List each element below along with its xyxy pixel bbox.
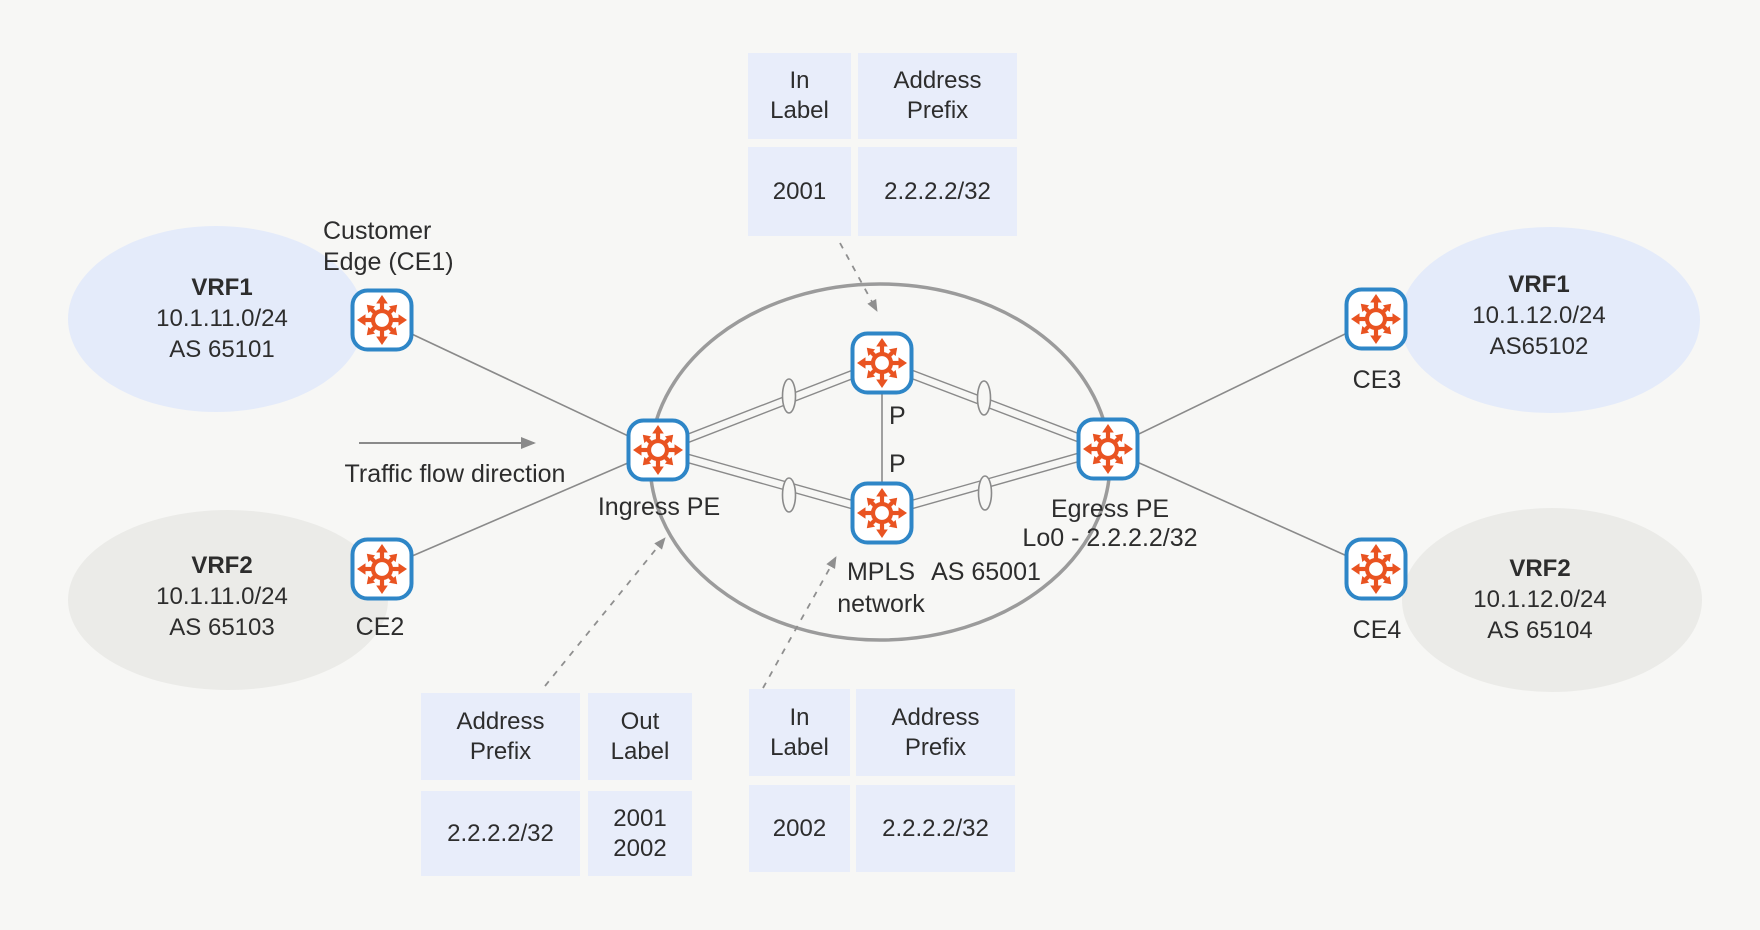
vrf-asn: AS 65103 (169, 614, 275, 641)
router-icon-p-bottom (853, 484, 912, 543)
vrf2-left-text: VRF2 10.1.11.0/24 AS 65103 (92, 550, 352, 643)
link-ingress-pe-p-top (656, 358, 884, 455)
egress-pe-label: Egress PE Lo0 - 2.2.2.2/32 (1022, 495, 1198, 552)
link-ingress-pe-p-bottom (656, 445, 884, 518)
vrf-name: VRF2 (191, 552, 253, 579)
vrf-prefix: 10.1.11.0/24 (156, 583, 288, 610)
table-bottom-middle-header-in-label: In Label (749, 689, 850, 776)
vrf1-right-cloud (1400, 227, 1700, 413)
vrf-prefix: 10.1.11.0/24 (156, 305, 288, 332)
vrf1-left-text: VRF1 10.1.11.0/24 AS 65101 (92, 272, 352, 365)
traffic-flow-label: Traffic flow direction (344, 460, 566, 488)
router-icon-egress-pe (1079, 420, 1138, 479)
mpls-network-label: MPLS network (837, 558, 925, 618)
link-p-bottom-egress-pe (880, 444, 1110, 518)
vrf1-left-cloud (68, 226, 364, 412)
arrow-bottom-left-table-to-ingress-pe (544, 537, 666, 687)
callout-arrows (544, 242, 878, 689)
router-icon-ce2 (353, 540, 412, 599)
link-oval-upper-right (976, 380, 992, 416)
vrf-name: VRF1 (191, 274, 253, 301)
link-p-top-egress-pe (880, 358, 1110, 454)
ce3-label: CE3 (1352, 366, 1402, 394)
vrf1-right-text: VRF1 10.1.12.0/24 AS65102 (1409, 269, 1669, 362)
router-icon-ingress-pe (629, 421, 688, 480)
router-icon-ce1 (353, 291, 412, 350)
ce2-label: CE2 (355, 613, 405, 641)
table-bottom-middle-header-address-prefix: Address Prefix (856, 689, 1015, 776)
router-icon-p-top (853, 334, 912, 393)
core-as-label: AS 65001 (931, 558, 1041, 586)
table-bottom-middle-value-in-label: 2002 (749, 785, 850, 872)
link-ce2-ingress-pe (381, 449, 659, 570)
router-icon-ce3 (1347, 290, 1406, 349)
vrf2-right-cloud (1402, 508, 1702, 692)
link-oval-upper-left (781, 378, 797, 414)
router-icon-ce4 (1347, 540, 1406, 599)
ce1-label: Customer Edge (CE1) (323, 217, 454, 276)
link-egress-pe-ce3 (1107, 318, 1377, 450)
link-oval-lower-right (977, 475, 993, 511)
link-ce1-ingress-pe (381, 319, 659, 451)
vrf-prefix: 10.1.12.0/24 (1472, 302, 1606, 329)
ingress-pe-label: Ingress PE (597, 493, 721, 521)
table-bottom-left-value-address-prefix: 2.2.2.2/32 (421, 791, 580, 876)
p-bottom-label: P (889, 450, 906, 478)
table-bottom-left-value-out-label: 2001 2002 (588, 791, 692, 876)
ce4-label: CE4 (1352, 616, 1402, 644)
table-bottom-left-header-out-label: Out Label (588, 693, 692, 780)
link-ovals (781, 378, 993, 513)
vrf-prefix: 10.1.12.0/24 (1473, 586, 1607, 613)
vrf2-right-text: VRF2 10.1.12.0/24 AS 65104 (1410, 553, 1670, 646)
vrf2-left-cloud (68, 510, 388, 690)
table-bottom-middle-value-address-prefix: 2.2.2.2/32 (856, 785, 1015, 872)
table-top-value-in-label: 2001 (748, 147, 851, 236)
core-links (656, 358, 1110, 518)
table-top-header-address-prefix: Address Prefix (858, 53, 1017, 139)
vrf-name: VRF1 (1508, 271, 1570, 298)
table-bottom-left-header-address-prefix: Address Prefix (421, 693, 580, 780)
p-top-label: P (889, 402, 906, 430)
vrf-asn: AS 65101 (169, 336, 275, 363)
vrf-asn: AS 65104 (1487, 617, 1593, 644)
arrow-top-table-to-p-top (839, 242, 878, 312)
vrf-name: VRF2 (1509, 555, 1571, 582)
table-top-value-address-prefix: 2.2.2.2/32 (858, 147, 1017, 236)
link-egress-pe-ce4 (1107, 448, 1377, 570)
link-oval-lower-left (781, 477, 797, 513)
vrf-asn: AS65102 (1489, 333, 1589, 360)
table-top-header-in-label: In Label (748, 53, 851, 139)
